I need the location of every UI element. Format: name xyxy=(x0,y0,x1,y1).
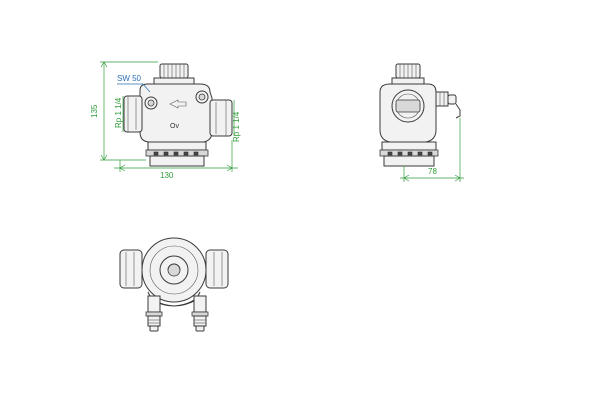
flow-direction-arrow xyxy=(169,99,187,109)
wrench-size-label: SW 50 xyxy=(117,74,142,83)
bottom-right-port xyxy=(205,249,229,289)
side-base xyxy=(379,141,439,167)
front-view: Ov SW 50 135 Rp 1 1/4 Rp 1 1/4 xyxy=(90,61,241,180)
front-test-point-right xyxy=(195,90,209,104)
front-test-point-left xyxy=(144,96,158,110)
height-dimension-value: 135 xyxy=(90,104,99,118)
bottom-test-point-right xyxy=(191,295,209,332)
bottom-view xyxy=(119,237,229,332)
height-dimension: 135 xyxy=(90,61,158,161)
side-top-knob xyxy=(391,63,425,85)
thread-right-label: Rp 1 1/4 xyxy=(232,111,241,142)
front-left-port xyxy=(123,95,143,133)
depth-dimension-value: 78 xyxy=(428,167,437,176)
width-dimension-value: 130 xyxy=(160,171,174,180)
side-port-slot xyxy=(395,99,421,113)
front-top-knob xyxy=(153,63,195,85)
side-test-point xyxy=(435,91,461,119)
front-base xyxy=(145,141,209,167)
bottom-test-point-left xyxy=(145,295,163,332)
thread-left-label: Rp 1 1/4 xyxy=(114,97,123,128)
body-mark-text: Ov xyxy=(170,123,179,130)
side-view: 78 xyxy=(379,63,464,182)
width-dimension: 130 xyxy=(114,140,238,180)
depth-dimension: 78 xyxy=(400,118,464,182)
bottom-left-port xyxy=(119,249,143,289)
front-right-port xyxy=(209,99,233,137)
